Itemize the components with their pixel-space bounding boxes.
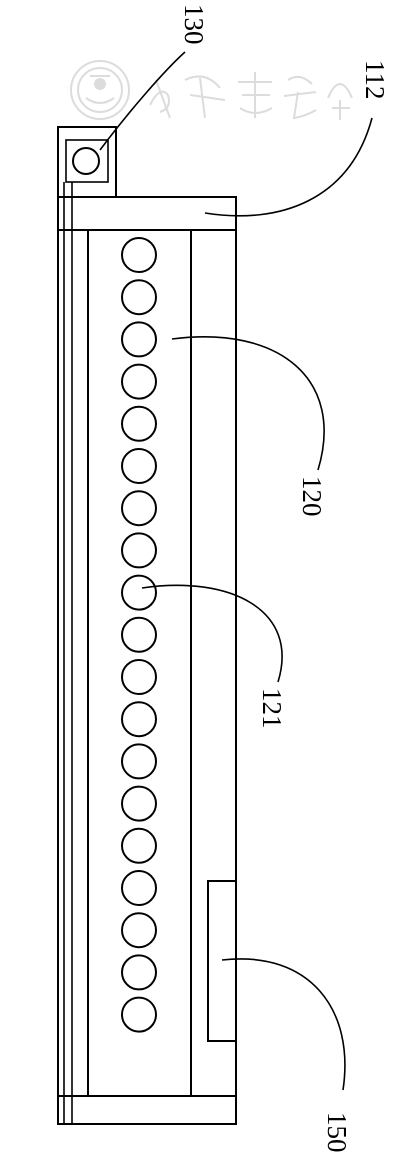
leader-121 (141, 584, 283, 683)
sensor-unit (57, 126, 117, 198)
led-circle (121, 954, 157, 991)
leader-150 (221, 958, 346, 1091)
leader-lines (99, 51, 373, 1091)
led-circle (121, 448, 157, 484)
reference-labels: 130 112 120 121 150 (179, 4, 390, 1153)
led-circle (121, 574, 157, 611)
led-circle (121, 743, 157, 780)
light-board (87, 229, 192, 1097)
label-112: 112 (360, 60, 390, 100)
label-120: 120 (297, 476, 327, 517)
housing (57, 182, 237, 1125)
led-circle (121, 785, 157, 822)
connector-block (207, 880, 237, 1042)
led-circle (121, 532, 157, 569)
led-circle (121, 996, 157, 1033)
led-circle (121, 490, 157, 527)
led-circle (121, 363, 157, 400)
watermark-calligraphy (149, 72, 353, 120)
label-150: 150 (322, 1112, 352, 1153)
leader-112 (204, 117, 373, 217)
label-130: 130 (179, 4, 209, 45)
label-121: 121 (257, 688, 287, 729)
leader-130 (99, 51, 186, 151)
led-circle (121, 870, 157, 906)
led-circle (121, 827, 157, 864)
led-circle (121, 405, 157, 442)
led-circle (121, 237, 157, 273)
led-column (121, 237, 157, 1033)
led-circle (121, 279, 157, 316)
led-circle (121, 321, 157, 358)
led-circle (121, 616, 157, 653)
led-circle (121, 701, 157, 738)
leader-120 (171, 336, 325, 471)
led-circle (121, 912, 157, 949)
led-circle (121, 659, 157, 695)
watermark (70, 60, 353, 120)
society-seal-icon (70, 60, 130, 120)
